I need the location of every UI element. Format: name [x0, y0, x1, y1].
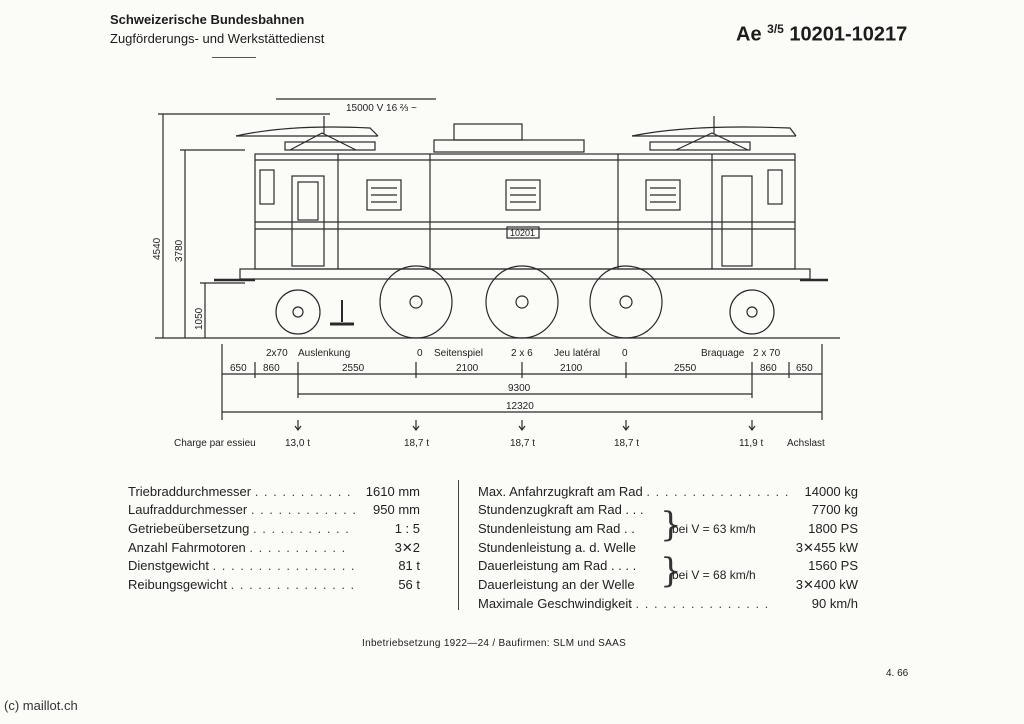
spec-right-value: 1800 PS [808, 521, 858, 536]
spec-right-label: Max. Anfahrzugkraft am Rad . . . . . . .… [478, 484, 790, 514]
pantograph-right [631, 116, 797, 151]
side-louvre-3 [645, 179, 681, 211]
play-center: 2 x 6 [511, 348, 533, 359]
auslenkung-label: Auslenkung [298, 348, 350, 359]
spec-left-label: Dienstgewicht . . . . . . . . . . . . . … [128, 558, 356, 588]
spec-right-label: Stundenzugkraft am Rad . . . [478, 502, 644, 517]
running-wheel-right [729, 289, 775, 335]
height-dimensions [155, 113, 840, 339]
spec-right-label: Stundenleistung a. d. Welle [478, 540, 637, 555]
pantograph-left [235, 116, 379, 151]
roof-resistor [453, 123, 523, 141]
locomotive-drawing: 15000 V 16 ⅔ ~ 4540 3780 1050 [152, 98, 840, 449]
spec-left-label: Laufraddurchmesser . . . . . . . . . . .… [128, 502, 357, 517]
spec-right-label: Stundenleistung am Rad . . [478, 521, 635, 536]
side-louvre-2 [505, 179, 541, 211]
spec-left-value: 950 mm [373, 502, 420, 517]
number-plate [506, 226, 540, 239]
spec-left-label: Triebraddurchmesser . . . . . . . . . . … [128, 484, 352, 499]
dim-2550-left: 2550 [342, 363, 365, 374]
class-prefix: Ae [736, 23, 762, 46]
spec-right-label: Maximale Geschwindigkeit . . . . . . . .… [478, 596, 770, 611]
commissioning-note: Inbetriebsetzung 1922—24 / Baufirmen: SL… [362, 638, 627, 649]
voltage-label: 15000 V 16 ⅔ ~ [346, 103, 417, 114]
spec-right-value: 7700 kg [811, 502, 858, 517]
dim-860-left: 860 [263, 363, 280, 374]
dim-2100-left: 2100 [456, 363, 479, 374]
axle-load-3: 18,7 t [510, 438, 535, 449]
side-louvre-1 [366, 179, 402, 211]
cab-door-left [291, 175, 325, 267]
spec-right-value: 14000 kg [804, 484, 859, 499]
driving-wheel-2 [485, 265, 559, 339]
dim-650-left: 650 [230, 363, 247, 374]
loco-body [254, 153, 796, 270]
cab-window-right [767, 169, 783, 205]
class-numbers: 10201-10217 [789, 23, 908, 46]
copyright-notice: (c) maillot.ch [4, 698, 78, 713]
speed-note-hourly: bei V = 63 km/h [672, 522, 756, 536]
org-name: Schweizerische Bundesbahnen [110, 12, 305, 27]
brace-continuous: } [660, 551, 682, 591]
speed-note-continuous: bei V = 68 km/h [672, 568, 756, 582]
axle-load-5: 11,9 t [739, 438, 763, 449]
height-1050: 1050 [194, 307, 205, 330]
achslast-label: Achslast [787, 438, 825, 449]
locomotive-class: Ae 3/5 10201-10217 [736, 22, 907, 47]
axle-load-arrows [294, 420, 756, 431]
play-right: 2 x 70 [753, 348, 781, 359]
spec-left-label: Getriebeübersetzung . . . . . . . . . . … [128, 521, 350, 536]
dim-650-right: 650 [796, 363, 813, 374]
axle-load-2: 18,7 t [404, 438, 429, 449]
page-reference: 4. 66 [886, 668, 909, 679]
play-left: 2x70 [266, 348, 288, 359]
running-wheel-left [275, 289, 321, 335]
dim-2100-right: 2100 [560, 363, 583, 374]
height-4540: 4540 [152, 237, 163, 260]
spec-left-label: Anzahl Fahrmotoren . . . . . . . . . . . [128, 540, 347, 555]
spec-right-value: 1560 PS [808, 558, 858, 573]
jeu-lateral-label: Jeu latéral [554, 348, 600, 359]
department-name: Zugförderungs- und Werkstättedienst [110, 31, 325, 46]
brace-hourly: } [660, 505, 682, 545]
cab-door-right [721, 175, 753, 267]
driving-wheel-1 [379, 265, 453, 339]
spec-left-value: 81 t [398, 558, 420, 573]
braquage-label: Braquage [701, 348, 745, 359]
spec-right-label: Dauerleistung an der Welle [478, 577, 635, 592]
spec-left-value: 3✕2 [394, 540, 420, 555]
overall-length: 12320 [506, 401, 534, 412]
spec-right-value: 90 km/h [811, 596, 858, 611]
dim-860-right: 860 [760, 363, 777, 374]
spec-divider [458, 480, 459, 610]
spec-left-value: 56 t [398, 577, 420, 592]
spec-right-value: 3✕400 kW [795, 577, 858, 592]
spec-left-value: 1 : 5 [394, 521, 420, 536]
wheelbase-total: 9300 [508, 383, 531, 394]
cab-window-left [259, 169, 275, 205]
height-3780: 3780 [174, 239, 185, 262]
spec-left-value: 1610 mm [365, 484, 420, 499]
axle-load-4: 18,7 t [614, 438, 639, 449]
spec-right-label: Dauerleistung am Rad . . . . [478, 558, 637, 573]
loco-number: 10201 [510, 228, 535, 238]
charge-label: Charge par essieu [174, 438, 256, 449]
header-underline [212, 57, 256, 58]
dimension-ticks [254, 362, 790, 398]
axle-load-1: 13,0 t [285, 438, 310, 449]
class-fraction: 3/5 [767, 22, 784, 36]
driving-wheel-3 [589, 265, 663, 339]
roof-housing [433, 139, 585, 153]
play-zero-right: 0 [622, 348, 628, 359]
spec-left-label: Reibungsgewicht . . . . . . . . . . . . … [128, 577, 356, 592]
spec-right-value: 3✕455 kW [795, 540, 858, 555]
underframe [239, 268, 811, 280]
dimension-row-1 [221, 344, 823, 420]
play-zero-left: 0 [417, 348, 423, 359]
dim-2550-right: 2550 [674, 363, 697, 374]
seitenspiel-label: Seitenspiel [434, 348, 483, 359]
